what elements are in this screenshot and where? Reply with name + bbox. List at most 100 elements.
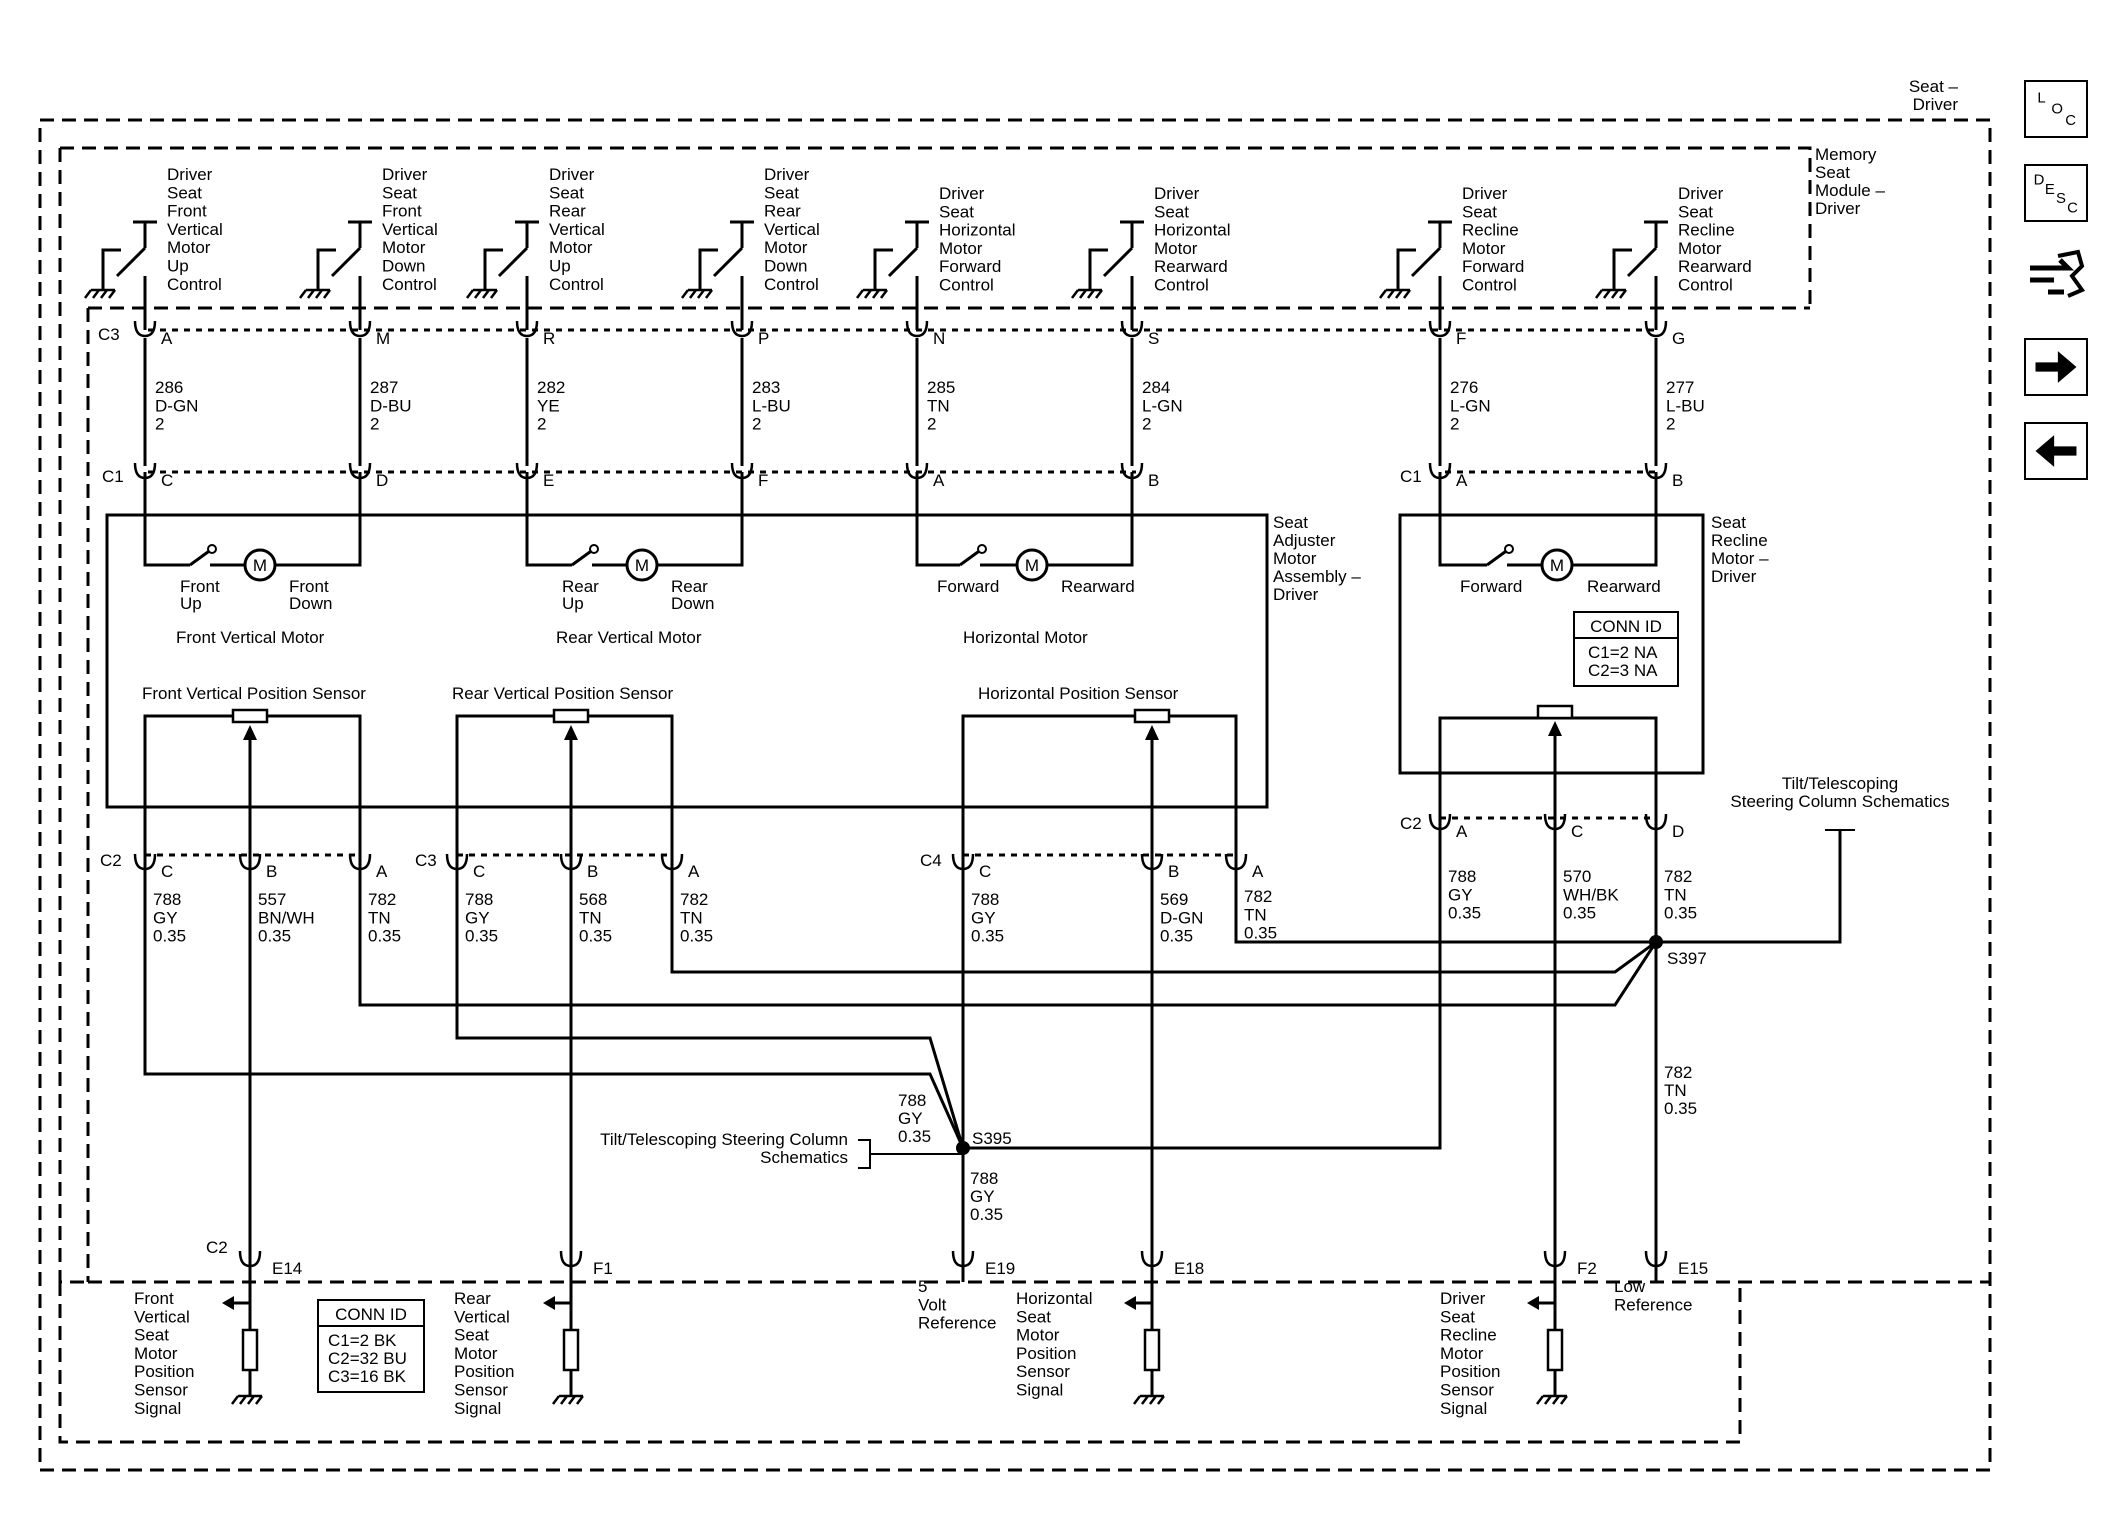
recline-rearward-label: Rearward (1587, 577, 1661, 596)
svg-text:S: S (1148, 329, 1159, 348)
c3-top-pin-G: G (1644, 319, 1685, 348)
horizontal-position-sensor: Horizontal Position Sensor (961, 684, 1238, 1260)
rear-vertical-motor-name: Rear Vertical Motor (556, 628, 702, 647)
svg-text:A: A (1456, 471, 1468, 490)
svg-text:F: F (1456, 329, 1466, 348)
bottom-row-pin-F2: F2 (1543, 1249, 1597, 1278)
rear-output-resistor (543, 1260, 585, 1406)
c4-bottom-pin-A: A (1224, 852, 1264, 881)
recline-position-sensor (1438, 704, 1658, 1260)
svg-text:E18: E18 (1174, 1259, 1204, 1278)
horizontal-motor-name: Horizontal Motor (963, 628, 1088, 647)
c1-left-pin-C: C (133, 461, 173, 490)
bottom-row-pin-E18: E18 (1140, 1249, 1204, 1278)
svg-text:C: C (161, 862, 173, 881)
previous-page-button[interactable] (2024, 422, 2088, 480)
conn-id-top-box (1573, 611, 1679, 687)
rear-vertical-position-sensor: Rear Vertical Position Sensor (452, 684, 674, 1260)
loc-c: C (2065, 113, 2076, 129)
output-frame (58, 1282, 1742, 1444)
conn-id-bottom-line-1: C1=2 BK (328, 1331, 397, 1350)
motor-m-symbol: M (1550, 556, 1564, 575)
horizontal-sensor-name: Horizontal Position Sensor (978, 684, 1179, 703)
svg-text:E14: E14 (272, 1259, 302, 1278)
c1-left-pin-B: B (1120, 461, 1159, 490)
svg-text:E19: E19 (985, 1259, 1015, 1278)
bottom-row-pin-E15: E15 (1644, 1249, 1708, 1278)
svg-text:B: B (1168, 862, 1179, 881)
c3-top-pin-F: F (1428, 319, 1466, 348)
motor-m-symbol: M (1025, 556, 1039, 575)
c1-right-pin-B: B (1644, 461, 1683, 490)
svg-text:F2: F2 (1577, 1259, 1597, 1278)
front-vertical-motor-name: Front Vertical Motor (176, 628, 325, 647)
c2-bottom-pin-A: A (348, 852, 388, 881)
seat-driver-frame (38, 118, 1992, 1472)
c2-recline-name: C2 (1400, 814, 1422, 833)
c3-top-pin-P: P (730, 319, 769, 348)
rear-sensor-name: Rear Vertical Position Sensor (452, 684, 673, 703)
desc-c: C (2067, 201, 2078, 217)
c1-left-pin-A: A (905, 461, 945, 490)
c1-left-pin-F: F (730, 461, 768, 490)
next-page-button[interactable] (2024, 338, 2088, 396)
svg-text:B: B (587, 862, 598, 881)
c4-bottom-name: C4 (920, 851, 942, 870)
c2-recline-pin-C: C (1543, 812, 1583, 841)
module-connector-frame (86, 306, 1990, 1284)
conn-id-bottom-line-3: C3=16 BK (328, 1367, 407, 1386)
c1-left-pin-D: D (348, 461, 388, 490)
horizontal-output-resistor (1124, 1260, 1166, 1406)
svg-text:N: N (933, 329, 945, 348)
conn-id-top-title: CONN ID (1590, 617, 1662, 636)
seat-driver-label: Seat –Driver (1909, 77, 1959, 114)
c3-top-pin-M: M (348, 319, 390, 348)
arrow-left-icon (2035, 435, 2077, 467)
connector-view-button[interactable] (2024, 246, 2088, 304)
c3-bottom-name: C3 (415, 851, 437, 870)
c1-left-pin-E: E (515, 461, 554, 490)
c4-bottom-pin-C: C (951, 852, 991, 881)
c2-bottom-pin-C: C (133, 852, 173, 881)
svg-text:A: A (688, 862, 700, 881)
c3-bottom-pin-A: A (660, 852, 700, 881)
svg-text:C: C (979, 862, 991, 881)
c3-bottom-pin-B: B (559, 852, 598, 881)
c2-recline-pin-D: D (1644, 812, 1684, 841)
svg-text:A: A (376, 862, 388, 881)
c3-bottom-pin-C: C (445, 852, 485, 881)
c2-bottom-name: C2 (100, 851, 122, 870)
svg-text:C: C (1571, 822, 1583, 841)
svg-text:A: A (161, 329, 173, 348)
bottom-row-pin-F1: F1 (559, 1249, 613, 1278)
